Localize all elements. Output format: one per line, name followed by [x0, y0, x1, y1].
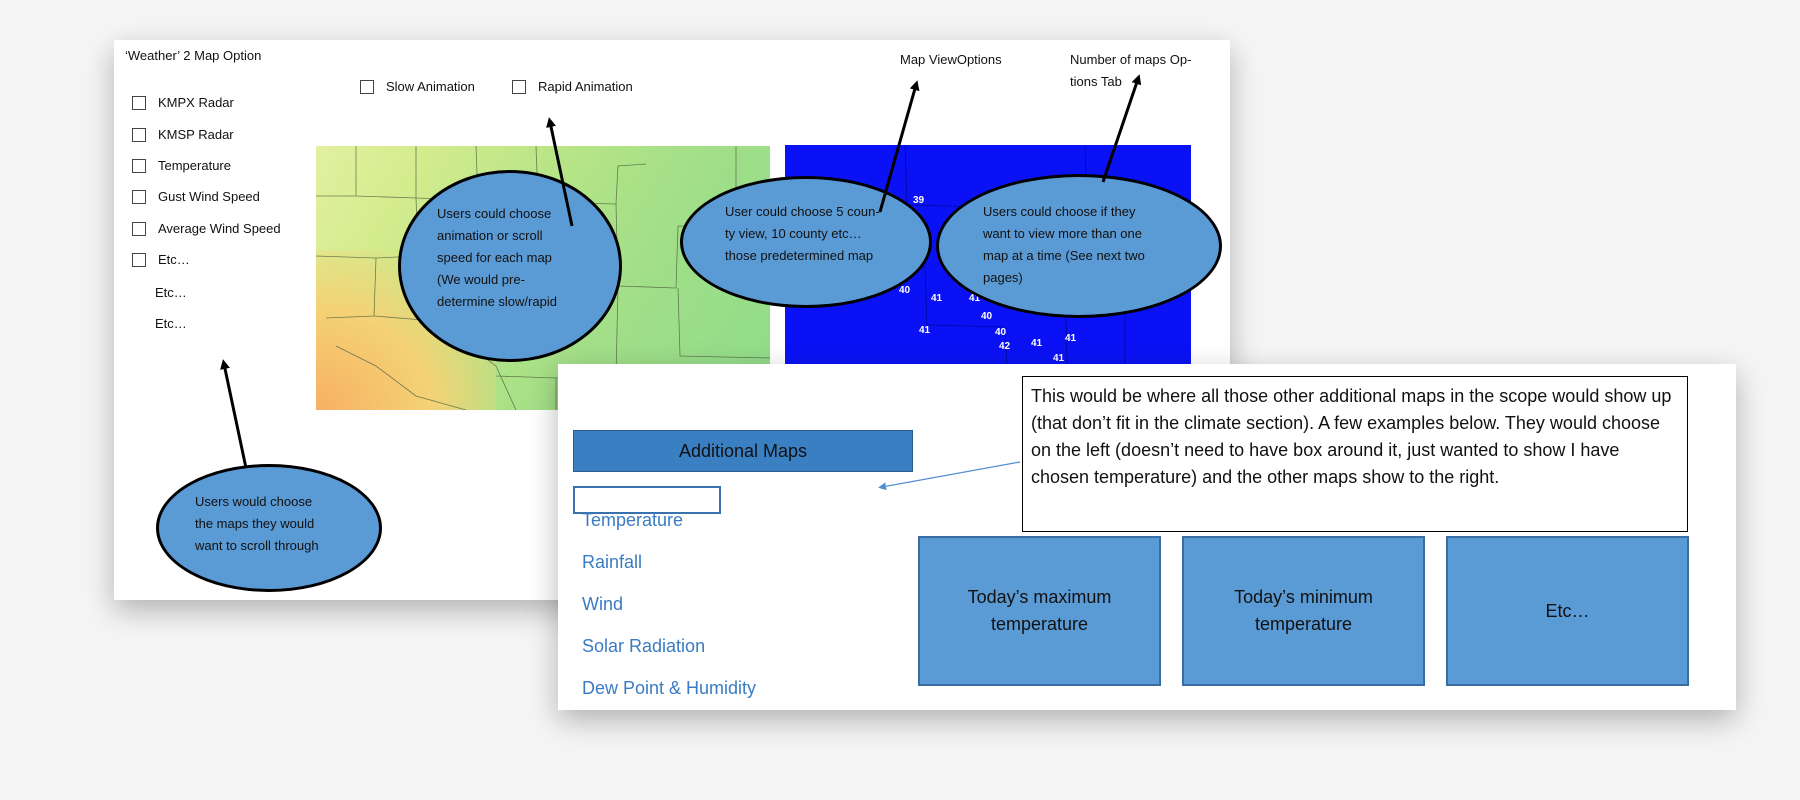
map-value-label: 39 [913, 195, 925, 206]
map-value-label: 41 [931, 293, 943, 304]
map-value-label: 40 [981, 311, 993, 322]
callout-line: Users could choose [437, 206, 552, 221]
callout-line: User could choose 5 coun- [725, 204, 880, 219]
rapid-animation-checkbox[interactable] [512, 79, 526, 94]
layer-checkbox[interactable] [132, 221, 146, 236]
slow-animation-label: Slow Animation [386, 79, 475, 94]
map-link-solar-radiation[interactable]: Solar Radiation [582, 636, 706, 656]
layer-checkbox[interactable] [132, 95, 146, 110]
map-value-label: 41 [969, 293, 981, 304]
number-of-maps-label-line1: Number of maps Op- [1070, 52, 1192, 67]
map-value-label: 40 [899, 285, 911, 296]
county-view-callout: User could choose 5 coun- ty view, 10 co… [680, 176, 932, 308]
tile-label-line: Today’s minimum [1234, 587, 1373, 607]
tile-label-line: Etc… [1545, 600, 1590, 621]
animation-callout: Users could choose animation or scroll s… [398, 170, 622, 362]
layer-kmpx-radar[interactable]: KMPX Radar [132, 95, 234, 110]
tile-label-line: temperature [1254, 614, 1353, 634]
arrow-to-map-view-options [878, 80, 920, 213]
layer-kmsp-radar[interactable]: KMSP Radar [132, 127, 234, 142]
callout-line: animation or scroll [437, 228, 543, 243]
callout-line: want to view more than one [983, 226, 1142, 241]
layer-label: Temperature [158, 158, 231, 173]
slide-title: ‘Weather’ 2 Map Option [125, 48, 262, 63]
tile-label-line: temperature [990, 614, 1089, 634]
map-value-label: 41 [1031, 338, 1043, 349]
explanation-note: This would be where all those other addi… [1022, 376, 1688, 532]
layer-label: Average Wind Speed [158, 221, 281, 236]
callout-line: Users could choose if they [983, 204, 1136, 219]
tile-label-line: Today’s maximum [967, 587, 1112, 607]
map-link-rainfall[interactable]: Rainfall [582, 552, 643, 572]
map-value-label: 40 [995, 327, 1007, 338]
tile-etc[interactable]: Etc… [1446, 536, 1689, 686]
additional-maps-button[interactable]: Additional Maps [573, 430, 913, 472]
arrow-to-layer-list [220, 359, 248, 469]
etc-text: Etc… [155, 285, 187, 300]
slow-animation-option[interactable]: Slow Animation [360, 79, 475, 94]
layer-gust-wind-speed[interactable]: Gust Wind Speed [132, 189, 260, 204]
callout-line: pages) [983, 270, 1023, 285]
tile-max-temperature[interactable]: Today’s maximum temperature [918, 536, 1161, 686]
map-value-label: 41 [919, 325, 931, 336]
arrow-to-selected-item [878, 461, 1021, 491]
slow-animation-checkbox[interactable] [360, 79, 374, 94]
tile-min-temperature[interactable]: Today’s minimum temperature [1182, 536, 1425, 686]
layer-checkbox[interactable] [132, 252, 146, 267]
etc-text: Etc… [155, 316, 187, 331]
layer-label: Etc… [158, 252, 190, 267]
rapid-animation-option[interactable]: Rapid Animation [512, 79, 633, 94]
callout-line: want to scroll through [195, 538, 319, 553]
scroll-maps-callout: Users would choose the maps they would w… [156, 464, 382, 592]
map-link-wind[interactable]: Wind [582, 594, 624, 614]
layer-label: Gust Wind Speed [158, 189, 260, 204]
layer-label: KMSP Radar [158, 127, 234, 142]
callout-line: the maps they would [195, 516, 315, 531]
arrow-to-number-of-maps [1101, 74, 1142, 183]
rapid-animation-label: Rapid Animation [538, 79, 633, 94]
callout-line: (We would pre- [437, 272, 525, 287]
map-value-label: 41 [1065, 333, 1077, 344]
layer-checkbox[interactable] [132, 158, 146, 173]
callout-line: determine slow/rapid [437, 294, 557, 309]
map-view-options-label: Map ViewOptions [900, 52, 1002, 67]
layer-checkbox[interactable] [132, 189, 146, 204]
callout-line: those predetermined map [725, 248, 874, 263]
layer-average-wind-speed[interactable]: Average Wind Speed [132, 221, 281, 236]
callout-line: Users would choose [195, 494, 313, 509]
multi-map-callout: Users could choose if they want to view … [936, 174, 1222, 318]
layer-label: KMPX Radar [158, 95, 234, 110]
map-value-label: 42 [999, 341, 1011, 352]
layer-checkbox[interactable] [132, 127, 146, 142]
selected-item-box [573, 486, 721, 514]
map-link-temperature[interactable]: Temperature [582, 510, 684, 530]
layer-temperature[interactable]: Temperature [132, 158, 231, 173]
map-link-dew-point-humidity[interactable]: Dew Point & Humidity [582, 678, 757, 698]
layer-etc[interactable]: Etc… [132, 252, 190, 267]
arrow-to-animation-options [546, 117, 574, 227]
number-of-maps-label-line2: tions Tab [1070, 74, 1122, 89]
map-value-label: 41 [1053, 353, 1065, 364]
callout-line: map at a time (See next two [983, 248, 1145, 263]
callout-line: speed for each map [437, 250, 552, 265]
callout-line: ty view, 10 county etc… [725, 226, 862, 241]
